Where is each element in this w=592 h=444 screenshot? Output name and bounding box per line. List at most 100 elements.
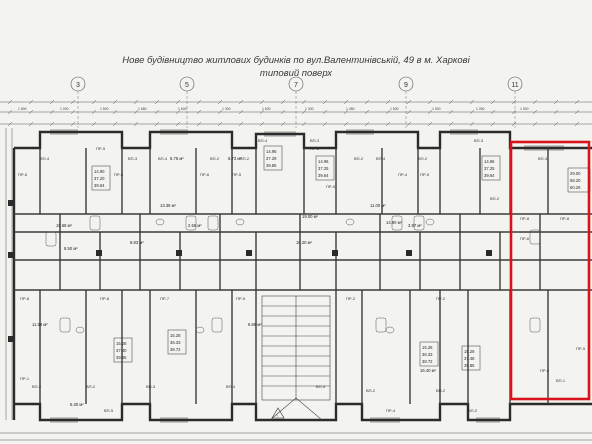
dim-tick (91, 109, 97, 115)
window-label: ПР-5 (236, 296, 246, 301)
dim-tick (553, 121, 559, 127)
room-area: 11.00 м² (370, 203, 386, 208)
dim-tick (532, 121, 538, 127)
area-living: 15.28 (464, 349, 475, 354)
wall-label: ВП-2 (240, 156, 250, 161)
wall-label: ВП-2 (436, 388, 446, 393)
dim-text: 1 680 (138, 107, 147, 111)
area-box: 15.28 37.40 39.85 (113, 337, 133, 363)
window-label: ПР-4 (398, 172, 408, 177)
wall-label: ВП-4 (258, 138, 268, 143)
bottom-area-boxes: 15.28 37.40 39.85 15.28 36.33 38.72 15.2… (113, 329, 481, 371)
dim-tick (574, 99, 580, 105)
window-label: ПР-5 (18, 172, 28, 177)
area-gross: 39.85 (116, 355, 127, 360)
area-living: 29.00 (570, 171, 581, 176)
area-total: 36.33 (170, 340, 181, 345)
exterior-walls (12, 130, 592, 422)
window-label: ПР-8 (560, 216, 570, 221)
area-total: 37.40 (116, 348, 127, 353)
dim-tick (196, 121, 202, 127)
dim-text: 1 500 (390, 107, 399, 111)
dim-tick (574, 109, 580, 115)
dim-tick (343, 99, 349, 105)
dim-tick (406, 121, 412, 127)
area-box: 14.90 37.20 39.64 (91, 165, 111, 191)
dim-tick (259, 121, 265, 127)
dim-tick (469, 109, 475, 115)
dim-tick (301, 109, 307, 115)
dim-tick (259, 99, 265, 105)
axis-marker: 9 (398, 76, 414, 128)
area-gross: 39.85 (266, 163, 277, 168)
dim-tick (364, 109, 370, 115)
dim-tick (343, 121, 349, 127)
dim-tick (427, 121, 433, 127)
dim-tick (301, 121, 307, 127)
dim-tick (322, 121, 328, 127)
room-area: 6.68 м² (248, 322, 262, 327)
dim-text: 1 300 (305, 107, 314, 111)
dim-tick (553, 99, 559, 105)
dim-tick (7, 99, 13, 105)
room-area: 3.97 м² (408, 223, 422, 228)
dim-text: 1 300 (222, 107, 231, 111)
dim-tick (70, 99, 76, 105)
room-area: 2.55 м² (188, 223, 202, 228)
dim-tick (364, 121, 370, 127)
wall-label: ВП-4 (226, 384, 236, 389)
window-label: ПР-5 (540, 368, 550, 373)
dimension-ticks (7, 99, 580, 127)
area-living: 15.28 (116, 341, 127, 346)
dim-tick (196, 99, 202, 105)
dim-tick (511, 109, 517, 115)
wall-label: ВП-2 (366, 388, 376, 393)
window-label: ПР-8 (20, 296, 30, 301)
dim-tick (280, 99, 286, 105)
axis-marker: 7 (288, 76, 304, 128)
dim-tick (280, 109, 286, 115)
wall-label: ВП-2 (490, 196, 500, 201)
wall-label: ВП-5 (104, 408, 114, 413)
wall-label: ВП-4 (40, 156, 50, 161)
dim-tick (217, 121, 223, 127)
highlight-frame (509, 140, 591, 401)
dim-tick (91, 121, 97, 127)
dim-text: 1 500 (520, 107, 529, 111)
dim-tick (385, 121, 391, 127)
area-total: 37.25 (484, 166, 495, 171)
wall-label: ВП-3 (128, 156, 138, 161)
wall-label: ВП-3 (146, 384, 156, 389)
area-total: 58.20 (570, 178, 581, 183)
dim-tick (553, 109, 559, 115)
dim-tick (490, 109, 496, 115)
dim-tick (112, 121, 118, 127)
dim-tick (175, 121, 181, 127)
dim-tick (322, 99, 328, 105)
dim-tick (406, 99, 412, 105)
dim-tick (259, 109, 265, 115)
dim-tick (49, 99, 55, 105)
dim-tick (91, 99, 97, 105)
dim-tick (7, 109, 13, 115)
dim-tick (70, 109, 76, 115)
room-area: 10.20 м² (296, 240, 313, 245)
window-label: ПР-7 (160, 296, 170, 301)
room-area: 14.90 м² (386, 220, 403, 225)
dim-tick (112, 109, 118, 115)
window-label: ПР-5 (326, 184, 336, 189)
room-area: 16.40 м² (420, 368, 437, 373)
axis-label: 9 (404, 82, 408, 89)
wall-label: ВП-2 (32, 384, 42, 389)
window-openings (50, 129, 564, 423)
bottom-window-labels: ПР-8 ПР-1 ПР-8 ПР-7 ПР-5 ПР-2 ПР-2 ПР-4 … (20, 296, 586, 413)
dim-tick (427, 109, 433, 115)
window-label: ПР-1 (20, 376, 30, 381)
dim-text: 1 600 (178, 107, 187, 111)
area-total: 37.48 (464, 356, 475, 361)
wall-label: ВП-3 (538, 156, 548, 161)
axis-label: 7 (294, 82, 298, 89)
area-gross: 39.85 (464, 363, 475, 368)
